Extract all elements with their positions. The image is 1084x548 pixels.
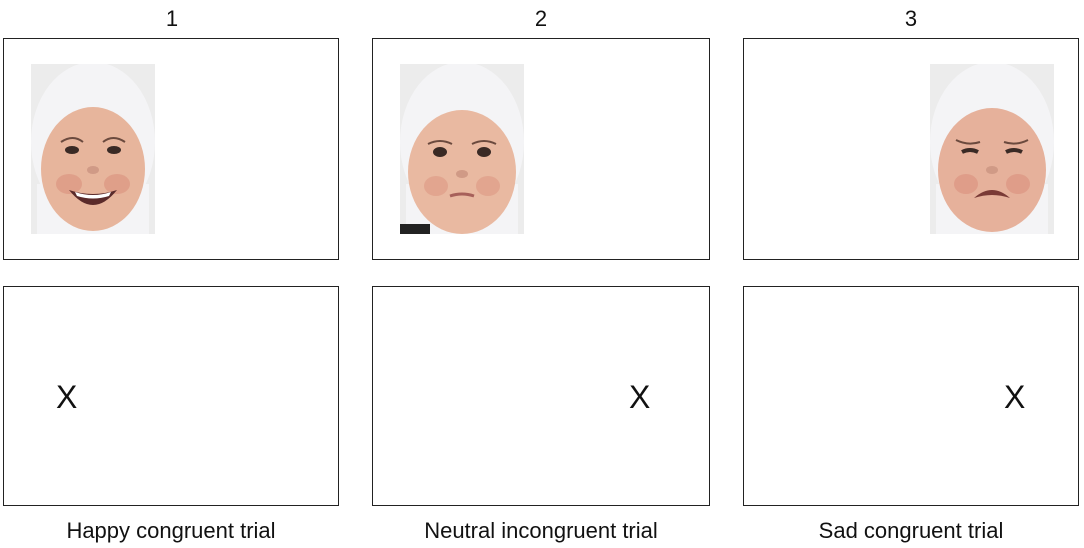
caption-3: Sad congruent trial (818, 518, 1004, 543)
neutral-face-svg (400, 64, 524, 234)
probe-frame-2: X (372, 286, 710, 506)
baby-face-happy-image (31, 64, 155, 234)
sad-face-svg (930, 64, 1054, 234)
baby-face-sad-image (930, 64, 1054, 234)
column-number-3: 3 (904, 6, 918, 31)
stimulus-frame-1 (3, 38, 339, 260)
stimulus-frame-3 (743, 38, 1079, 260)
column-number-1: 1 (165, 6, 179, 31)
baby-face-neutral-image (400, 64, 524, 234)
caption-2: Neutral incongruent trial (424, 518, 658, 543)
column-number-2: 2 (534, 6, 548, 31)
probe-x-mark-1: X (56, 379, 78, 415)
probe-x-mark-3: X (1004, 379, 1026, 415)
probe-frame-3: X (743, 286, 1079, 506)
probe-x-mark-2: X (629, 379, 651, 415)
happy-face-svg (31, 64, 155, 234)
stimulus-frame-2 (372, 38, 710, 260)
probe-frame-1: X (3, 286, 339, 506)
caption-1: Happy congruent trial (66, 518, 276, 543)
